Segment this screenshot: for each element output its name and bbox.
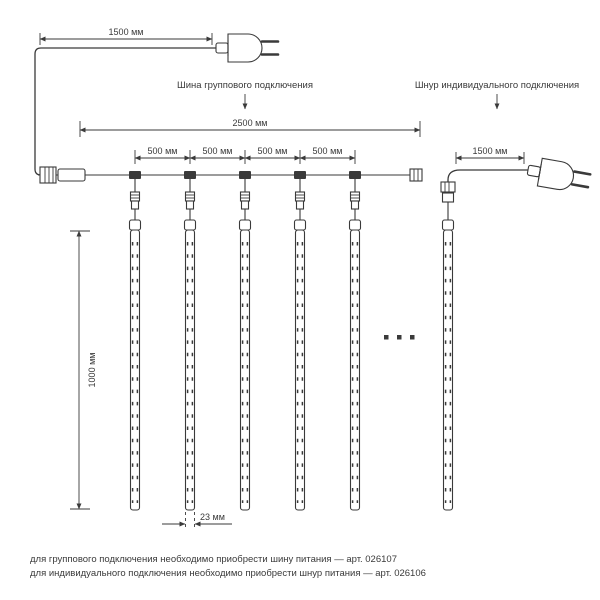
footnote-individual: для индивидуального подключения необходи… <box>30 568 426 579</box>
bus-drops <box>128 170 362 221</box>
individual-cord-label: Шнур индивидуального подключения <box>415 80 579 91</box>
bus-drop-4 <box>293 170 307 221</box>
individual-power-plug <box>524 154 593 196</box>
footnote-group: для группового подключения необходимо пр… <box>30 554 397 565</box>
led-tube-3 <box>238 219 252 511</box>
dim-spacing-2: 500 мм <box>203 146 233 156</box>
dim-right-cord-label: 1500 мм <box>473 146 508 156</box>
led-tube-1 <box>128 219 142 511</box>
dim-left-cord: 1500 мм <box>39 27 213 45</box>
group-bus-callout: Шина группового подключения <box>177 80 313 110</box>
dim-tube-width-label: 23 мм <box>200 512 225 522</box>
dim-right-cord: 1500 мм <box>455 146 525 164</box>
led-tube-4 <box>293 219 307 511</box>
bus-drop-1 <box>128 170 142 221</box>
bus-drop-5 <box>348 170 362 221</box>
dim-bus-total: 2500 мм <box>79 118 421 137</box>
group-bus-label: Шина группового подключения <box>177 80 313 91</box>
bus-drop-3 <box>238 170 252 221</box>
dim-tube-width: 23 мм <box>162 512 232 530</box>
bus-drop-2 <box>183 170 197 221</box>
led-tube-2 <box>183 219 197 511</box>
footnotes: для группового подключения необходимо пр… <box>30 554 426 579</box>
dim-tube-length-label: 1000 мм <box>87 353 97 388</box>
dim-bus-total-label: 2500 мм <box>233 118 268 128</box>
dim-tube-length: 1000 мм <box>70 230 97 510</box>
dim-spacing-1: 500 мм <box>148 146 178 156</box>
individual-cord-callout: Шнур индивидуального подключения <box>415 80 579 110</box>
dim-spacing-3: 500 мм <box>258 146 288 156</box>
dim-tube-spacing: 500 мм 500 мм 500 мм 500 мм <box>134 146 356 164</box>
individual-led-tube <box>441 219 455 511</box>
dim-spacing-4: 500 мм <box>313 146 343 156</box>
group-bus <box>38 166 423 184</box>
dim-left-cord-label: 1500 мм <box>109 27 144 37</box>
individual-power-cord <box>440 154 593 220</box>
ellipsis-dots <box>384 335 415 340</box>
group-led-tubes <box>128 219 362 511</box>
led-tube-5 <box>348 219 362 511</box>
group-power-plug <box>214 32 280 64</box>
